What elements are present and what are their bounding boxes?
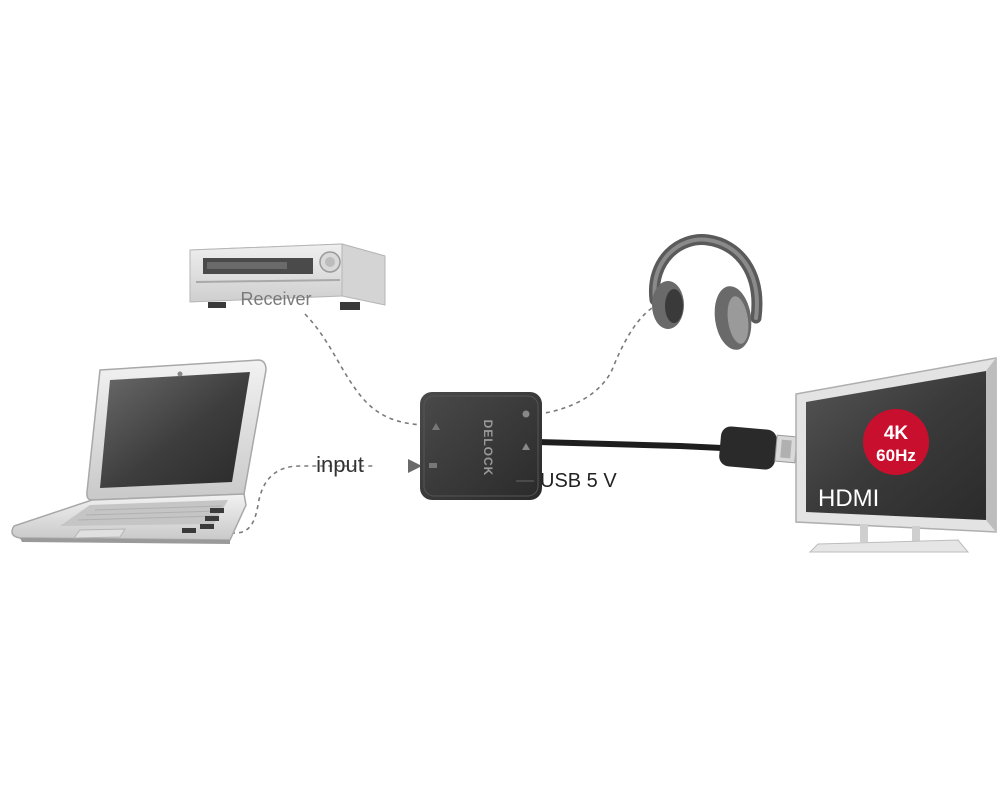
adapter-brand-logo: DELOCK <box>481 420 495 477</box>
headphone-connection-line <box>537 307 653 415</box>
tv-device: 4K 60Hz HDMI <box>795 357 997 553</box>
input-arrow-icon <box>408 459 422 473</box>
hdmi-label: HDMI <box>818 485 879 512</box>
receiver-connection-line <box>304 313 426 426</box>
usb-power-label: USB 5 V <box>540 470 617 492</box>
spdif-port-icon <box>522 443 530 450</box>
badge-line1: 4K <box>884 423 909 444</box>
input-port-icon <box>429 463 437 468</box>
receiver-label: Receiver <box>240 289 311 309</box>
resolution-badge <box>863 409 929 475</box>
dashed-connections <box>175 307 653 534</box>
headphones-icon <box>648 234 763 350</box>
audio-out-port-icon <box>522 410 530 418</box>
input-label: input <box>316 452 364 477</box>
laptop-device <box>11 359 267 544</box>
hdmi-cable <box>535 426 798 470</box>
adapter-device: DELOCK <box>420 392 542 500</box>
receiver-port-icon <box>432 423 440 430</box>
badge-line2: 60Hz <box>876 446 916 465</box>
receiver-device: Receiver <box>189 243 386 310</box>
